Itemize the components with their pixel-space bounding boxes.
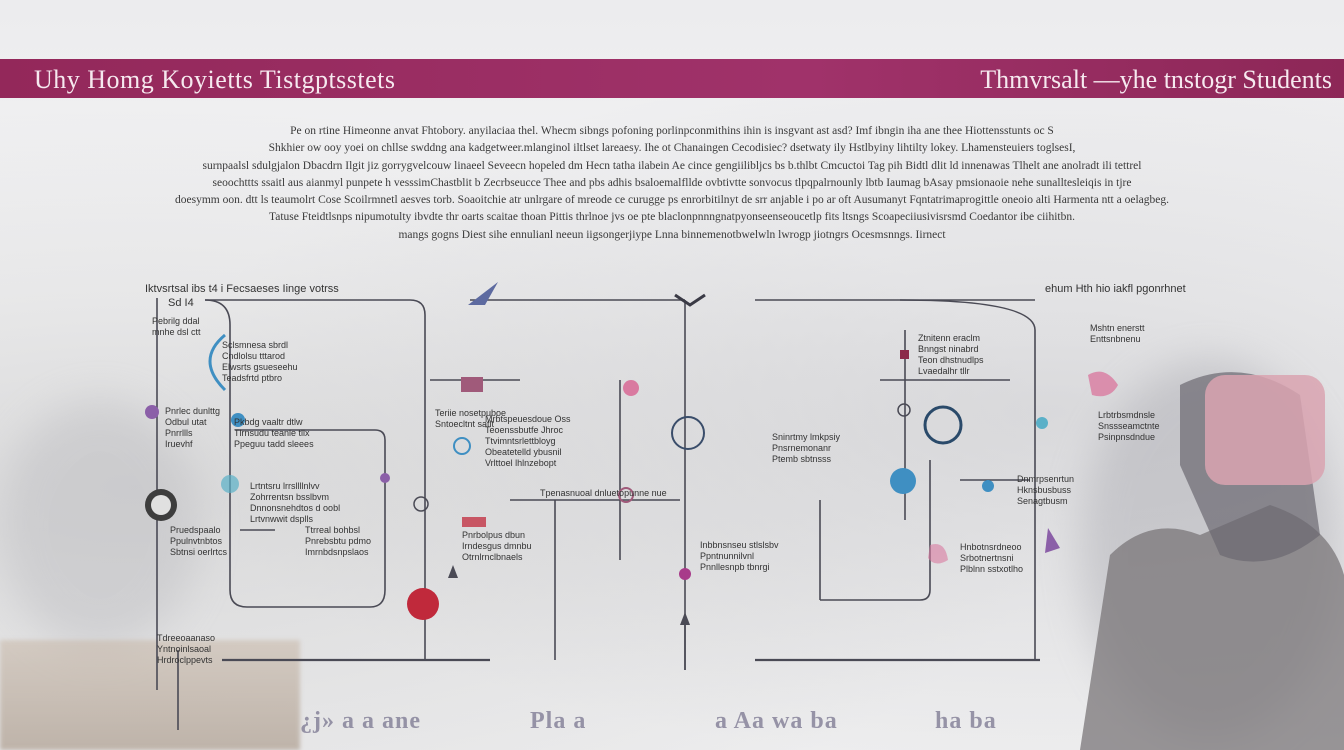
globe-icon (923, 405, 963, 445)
square-icon (900, 350, 909, 359)
arrow-head (680, 612, 690, 625)
background-desk (0, 640, 300, 750)
building-icon (461, 377, 483, 392)
red-badge-icon (407, 588, 439, 620)
teal-small-icon (1036, 417, 1048, 429)
purple-small-icon (380, 473, 390, 483)
intro-line: Pe on rtine Himeonne anvat Fhtobory. any… (290, 125, 1054, 137)
connector-line (205, 299, 426, 660)
badge-icon-inner (151, 495, 171, 515)
title-banner: Uhy Homg Koyietts Tistgptsstets Thmvrsal… (0, 59, 1344, 98)
intro-line: seoochttts ssaitl aus aianmyl punpete h … (212, 176, 1132, 189)
blue-node-icon (890, 468, 916, 494)
background-blur (0, 400, 200, 650)
connector-line (204, 299, 386, 608)
blue-small-icon (982, 480, 994, 492)
intro-line: mangs gogns Diest sihe ennulianl neeun i… (398, 228, 946, 241)
chevron-icon (674, 293, 706, 307)
pink-figure-icon (1088, 371, 1118, 397)
arrow-head (448, 565, 458, 578)
curved-arrow-icon (208, 333, 227, 392)
person-body (1080, 505, 1344, 750)
label-block: Tpenasnuoal dnluetopunne nue (540, 488, 667, 498)
intro-line: Tatuse Fteidtlsnps nipumotulty ibvdte th… (269, 211, 1075, 224)
blue-node-icon (231, 413, 245, 427)
face-mask-icon (1205, 375, 1325, 485)
purple-node-icon (145, 405, 159, 419)
right-panel-header: ehum Hth hio iakfl pgonrhnet (1045, 283, 1186, 295)
red-block-icon (462, 517, 486, 527)
intro-line: doesymm oon. dtt ls teaumolrt Cose Scoil… (175, 194, 1169, 207)
intro-line: surnpaalsl sdulgjalon Dbacdrn Ilgit jiz … (202, 159, 1142, 172)
left-panel-header: Iktvsrtsal ibs t4 i Fecsaeses Iinge votr… (145, 283, 339, 295)
intro-line: Shkhier ow ooy yoei on chllse swddng ana… (268, 142, 1076, 155)
globe-icon (671, 416, 705, 450)
person-photo (1080, 372, 1344, 750)
intro-paragraph: Pe on rtine Himeonne anvat Fhtobory. any… (80, 123, 1264, 244)
magenta-node-icon (679, 568, 691, 580)
pink-node-icon (623, 380, 639, 396)
teal-node-icon (221, 475, 239, 493)
bottom-text: Pla a (530, 708, 587, 734)
bottom-text: ha ba (935, 708, 997, 734)
banner-title-right: Thmvrsalt —yhe tnstogr Students (980, 65, 1332, 94)
ring-icon (618, 487, 634, 503)
pink-figure-icon (928, 544, 948, 564)
connector-line (899, 299, 1036, 660)
purple-flag-icon (1045, 528, 1060, 553)
bird-icon (468, 282, 498, 305)
connector-line (820, 460, 931, 601)
banner-title-left: Uhy Homg Koyietts Tistgptsstets (34, 65, 396, 94)
bottom-text: ¿j» a a ane (300, 708, 421, 734)
teal-ring-icon (453, 437, 471, 455)
small-grey-node-icon (413, 496, 429, 512)
left-panel-subheader: Sd I4 (168, 297, 194, 309)
bottom-text: a Aa wa ba (715, 708, 838, 734)
small-grey-node-icon (897, 403, 911, 417)
